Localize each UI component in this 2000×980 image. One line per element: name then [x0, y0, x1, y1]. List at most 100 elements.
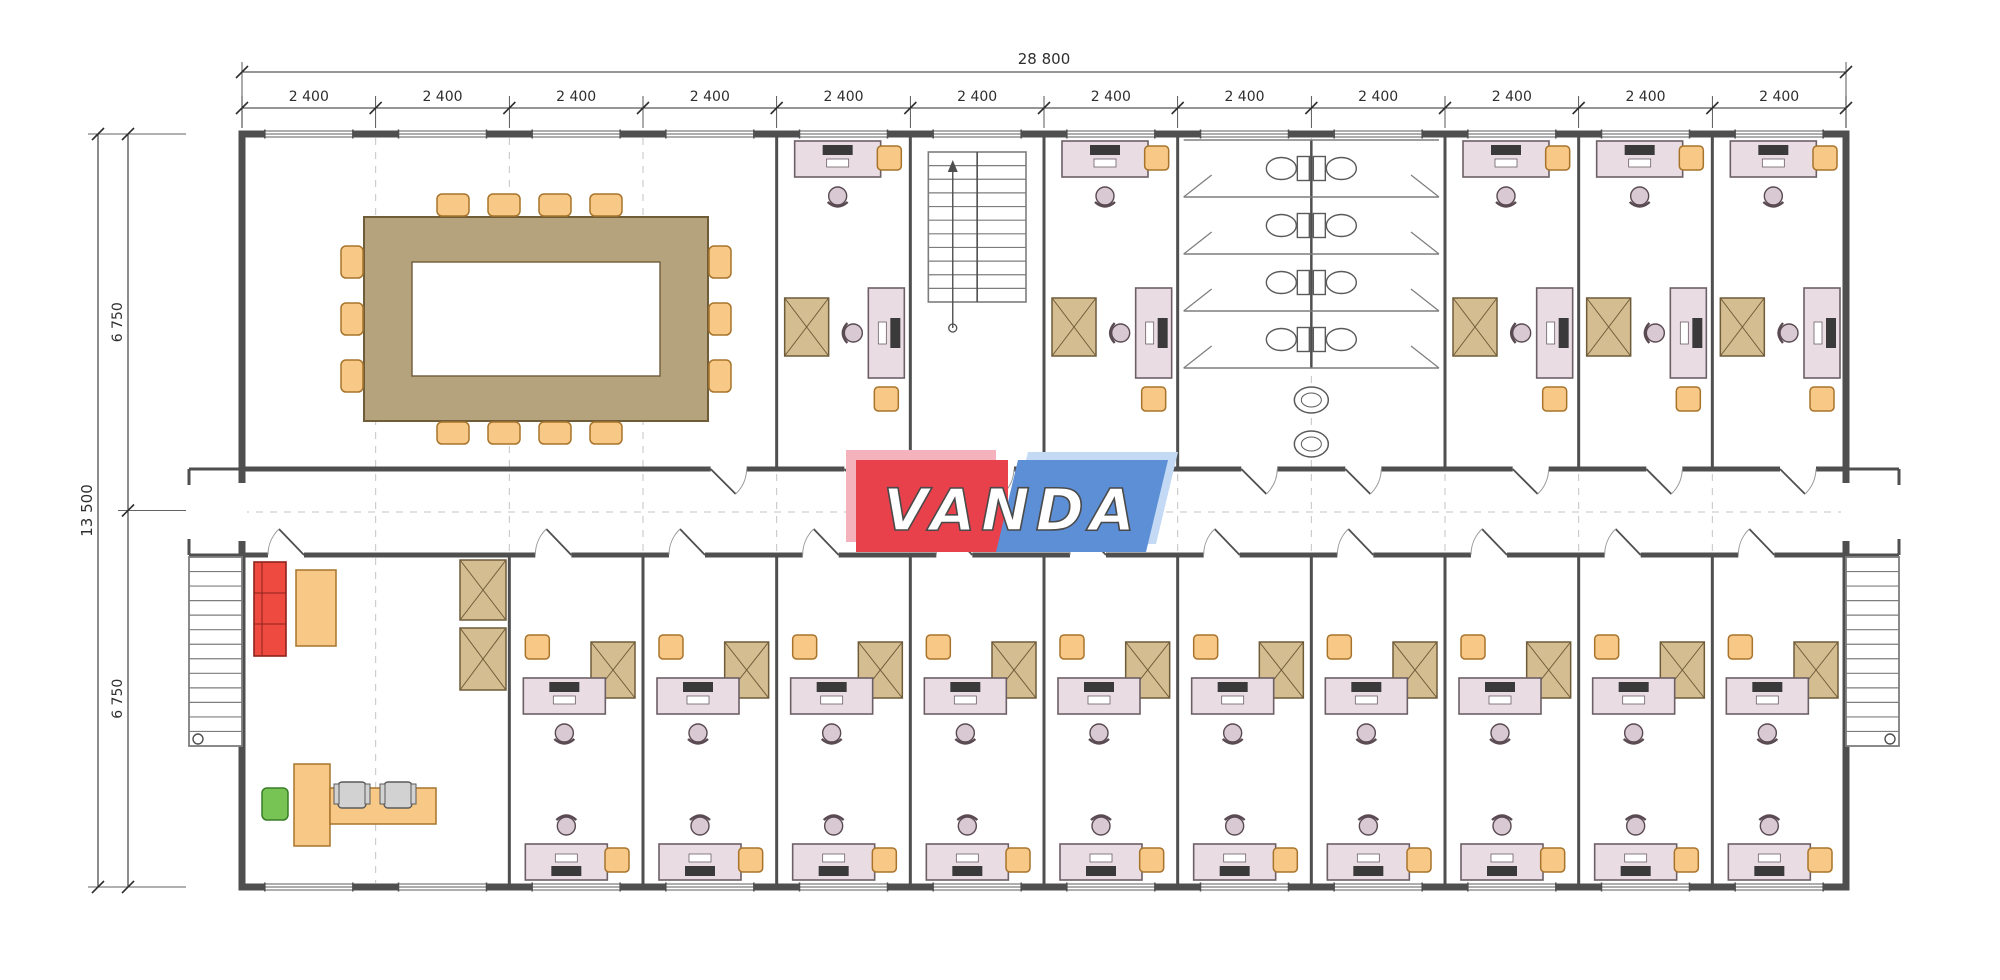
chair-back — [1509, 322, 1517, 344]
office-room-top — [1719, 140, 1841, 412]
computer-desk — [1535, 287, 1574, 379]
office-chair — [954, 723, 977, 745]
cabinet — [1392, 641, 1438, 699]
computer-desk — [925, 843, 1010, 881]
guest-chair — [1593, 634, 1620, 660]
computer-monitor — [950, 682, 981, 692]
computer-desk — [1326, 843, 1411, 881]
computer-desk — [1460, 843, 1544, 881]
computer-desk — [1059, 843, 1143, 881]
office-chair — [1108, 322, 1131, 344]
chair-seat — [1757, 723, 1778, 743]
chair-back — [689, 814, 711, 821]
guest-chair — [1541, 386, 1568, 412]
cabinet-cross — [1586, 297, 1632, 357]
guest-chair — [1138, 847, 1165, 873]
chair-back — [1777, 322, 1784, 344]
office-chair — [822, 814, 845, 836]
chair-armrest — [333, 783, 340, 805]
computer-monitor — [1826, 318, 1836, 348]
conference-chair — [708, 245, 732, 279]
office-room-bottom — [1324, 634, 1438, 881]
stair-arrow — [947, 160, 958, 172]
computer-desk — [923, 677, 1008, 715]
guest-chair — [1807, 847, 1833, 873]
computer-monitor — [1618, 682, 1649, 692]
door-swing — [267, 528, 280, 556]
keyboard — [820, 695, 844, 705]
conference-chair — [708, 359, 732, 393]
guest-chair — [1678, 145, 1705, 171]
door-leaf — [278, 528, 305, 556]
chair-seat — [383, 781, 413, 809]
door-swing — [735, 468, 748, 495]
door-swing — [1265, 468, 1278, 495]
windows — [264, 129, 1824, 892]
office-chair — [553, 723, 576, 745]
conference-chair — [340, 245, 364, 279]
keyboard — [552, 695, 576, 705]
conference-chair — [340, 302, 364, 336]
conference-chair — [340, 359, 364, 393]
office-chair — [689, 814, 711, 836]
door-opening — [1780, 465, 1816, 473]
office-chair — [826, 186, 849, 208]
keyboard — [1093, 158, 1117, 168]
external-stairs — [1845, 556, 1900, 747]
logo-red-shape — [856, 460, 1008, 552]
toilet-room — [1183, 139, 1440, 458]
toilet-bowl — [1265, 213, 1298, 238]
conference-chair — [589, 193, 623, 217]
computer-desk — [1725, 677, 1810, 715]
chair-back — [1489, 738, 1511, 745]
chair-seat — [1496, 186, 1516, 206]
chair-seat — [1490, 723, 1510, 743]
office-chair — [1777, 322, 1799, 344]
dim-label-module: 2 400 — [556, 89, 596, 105]
chair-back — [1758, 814, 1781, 821]
office-chair — [1094, 186, 1116, 208]
computer-monitor — [1090, 145, 1120, 155]
chair-back — [1357, 814, 1380, 821]
guest-chair — [604, 847, 630, 873]
chair-back — [956, 814, 979, 821]
computer-monitor — [1752, 682, 1783, 692]
reception-desk — [293, 763, 331, 847]
door-leaf — [679, 528, 706, 556]
door-swing — [1604, 528, 1617, 556]
chair-back — [841, 322, 849, 344]
keyboard — [1813, 321, 1823, 345]
guest-chair — [1812, 145, 1838, 171]
computer-desk — [1727, 843, 1812, 881]
computer-monitor — [685, 866, 715, 876]
office-chair — [687, 723, 709, 745]
office-room-top — [1452, 140, 1574, 412]
sink-bowl — [1300, 392, 1322, 408]
computer-monitor — [1353, 866, 1384, 876]
keyboard — [826, 158, 850, 168]
door-opening — [936, 551, 973, 559]
office-chair — [555, 814, 578, 836]
chair-seat — [690, 816, 710, 836]
conference-chair — [487, 193, 521, 217]
conference-chair — [708, 302, 732, 336]
keyboard — [877, 321, 887, 345]
porch-opening-left — [186, 485, 192, 539]
chair-back — [826, 201, 849, 208]
computer-desk — [1595, 140, 1684, 178]
computer-monitor — [1084, 682, 1114, 692]
chair-back — [822, 814, 845, 821]
conference-chair — [436, 193, 470, 217]
toilet-bowl — [1265, 327, 1298, 352]
guest-chair — [1059, 634, 1085, 660]
door-opening — [1337, 551, 1374, 559]
external-stairs — [188, 556, 243, 747]
toilet-tank — [1296, 155, 1311, 182]
cabinet — [459, 559, 507, 621]
guest-chair — [1727, 634, 1754, 660]
office-chair — [956, 814, 979, 836]
office-room-bottom — [1458, 634, 1572, 881]
